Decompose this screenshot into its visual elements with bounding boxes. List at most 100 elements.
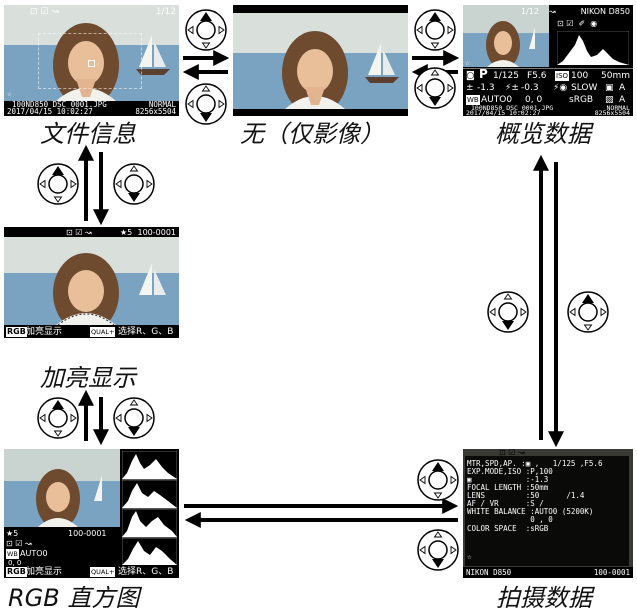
multi-selector-up-icon xyxy=(414,9,456,51)
highlights-label: 加亮显示 xyxy=(26,567,63,577)
focus-bracket xyxy=(38,33,142,89)
shooting-line-8: 0 , 0 xyxy=(467,515,553,524)
date-time: 2017/04/15 10:02:27 xyxy=(466,109,541,116)
status-icons: ⊡ ☑ ↝ xyxy=(6,539,32,548)
multi-selector-down-icon xyxy=(185,83,227,125)
flash-compensation: -0.3 xyxy=(521,83,539,93)
wb-fine-tune: 0, 0 xyxy=(525,95,543,105)
image-quality: NORMAL xyxy=(148,100,176,109)
rating: ★5 xyxy=(120,228,133,237)
folder-frame: 100-0001 xyxy=(68,529,107,538)
status-icons: ⊡ ☑ ↝ xyxy=(66,228,92,237)
exp-comp-icon: ± xyxy=(466,83,474,93)
overview-divider xyxy=(463,68,633,69)
caption-image-only: 无（仅影像） xyxy=(240,120,384,148)
select-button-tag: QUAL+ xyxy=(90,327,116,337)
shooting-line-1: MTR,SPD,AP. :▣ , 1/125 ,F5.6 xyxy=(467,459,603,468)
data-panel xyxy=(465,456,629,566)
shooting-line-6: AF / VR :S / xyxy=(467,499,544,508)
multi-selector-up-icon xyxy=(37,397,79,439)
caption-shooting-data: 拍摄数据 xyxy=(496,584,592,609)
wb-fine-tune: 0, 0 xyxy=(8,559,22,567)
caption-rgb-histogram: RGB 直方图 xyxy=(8,584,140,609)
flash-slow-sync: SLOW xyxy=(571,83,598,93)
iso-value: 100 xyxy=(571,71,589,81)
folder-file: 100ND850 DSC_0001.JPG xyxy=(471,104,554,112)
image-only-screen xyxy=(233,5,408,116)
exposure-mode: P xyxy=(479,67,488,81)
highlights-label: 加亮显示 xyxy=(26,327,63,337)
folder-frame: 100-0001 xyxy=(137,228,176,237)
white-balance: AUTO0 xyxy=(20,549,48,558)
file-info-screen: ⊡ ☑ ↝ 1/12 ☆ 100ND850 DSC_0001.JPG NORMA… xyxy=(4,5,179,116)
rgb-histograms xyxy=(122,451,177,565)
histogram-blue xyxy=(122,537,177,565)
folder-file: 100ND850 DSC_0001.JPG xyxy=(12,100,107,109)
frame-counter: 1/12 xyxy=(155,7,176,17)
wb-tag: WB xyxy=(466,95,480,105)
folder-frame: 100-0001 xyxy=(593,568,630,577)
status-icons: ⊡ ☑ ↝ xyxy=(499,449,525,457)
multi-selector-up-icon xyxy=(417,459,459,501)
portrait-thumbnail xyxy=(4,449,120,527)
multi-selector-down-icon xyxy=(414,67,456,109)
shooting-line-4: FOCAL LENGTH :50mm xyxy=(467,483,549,492)
shooting-line-9: COLOR SPACE :sRGB xyxy=(467,524,549,533)
image-quality: NORMAL xyxy=(606,104,630,112)
multi-selector-up-icon xyxy=(37,163,79,205)
focal-length: 50mm xyxy=(601,71,630,81)
portrait-thumbnail xyxy=(463,5,549,67)
portrait-photo xyxy=(4,237,179,325)
select-channel-label: 选择R、G、B xyxy=(118,327,174,337)
white-balance: AUTO0 xyxy=(481,95,513,105)
camera-name: NIKON D850 xyxy=(580,7,630,16)
flash-mode-icon: ⚡◉ xyxy=(553,83,568,93)
multi-selector-down-icon xyxy=(487,291,529,333)
shooting-line-7: WHITE BALANCE :AUTO0 (5200K) xyxy=(467,507,594,516)
select-button-tag: QUAL+ xyxy=(90,567,116,577)
aperture: F5.6 xyxy=(527,71,547,81)
histogram-combined xyxy=(122,451,177,480)
shooting-line-5: LENS :50 /1.4 xyxy=(467,491,585,500)
caption-overview: 概览数据 xyxy=(495,120,591,148)
frame-counter: 1/12 xyxy=(521,7,539,16)
picture-control: A xyxy=(619,95,626,105)
iso-tag: ISO xyxy=(555,71,570,81)
rating: ★5 xyxy=(6,529,19,538)
multi-selector-up-icon xyxy=(185,9,227,51)
overview-histogram xyxy=(557,31,629,65)
adl-icon: ▣ xyxy=(605,83,614,93)
focus-point xyxy=(88,60,95,67)
status-icons: ⊡ ☑ ✐ ◉ xyxy=(557,19,598,28)
image-size: 8256x5504 xyxy=(594,109,630,116)
overview-screen: 1/12 ↝ NIKON D850 ⊡ ☑ ✐ ◉ ☆ ◙ P 1/125 F5… xyxy=(463,5,633,116)
highlights-screen: ⊡ ☑ ↝ ★5 100-0001 RGB 加亮显示 QUAL+ 选择R、G、B xyxy=(4,227,179,338)
date-time: 2017/04/15 10:02:27 xyxy=(7,107,93,116)
flash-comp-icon: ⚡± xyxy=(505,83,519,93)
shutter-speed: 1/125 xyxy=(493,71,519,81)
rgb-tag: RGB xyxy=(6,327,27,337)
status-icons: ⊡ ☑ ↝ xyxy=(30,7,59,17)
portrait-photo xyxy=(233,13,408,109)
metering-icon: ◙ xyxy=(466,71,475,81)
active-d-lighting: A xyxy=(619,83,626,93)
caption-file-info: 文件信息 xyxy=(40,120,136,148)
picture-control-icon: ▨ xyxy=(605,95,614,105)
protect-icon: ☆ xyxy=(7,89,12,98)
histogram-red xyxy=(122,479,177,509)
select-channel-label: 选择R、G、B xyxy=(118,567,174,577)
rating-icons: ↝ xyxy=(549,7,556,16)
image-size: 8256x5504 xyxy=(135,107,176,116)
exposure-compensation: -1.3 xyxy=(477,83,495,93)
color-space: sRGB xyxy=(569,95,594,105)
shooting-data-screen: ⊡ ☑ ↝ MTR,SPD,AP. :▣ , 1/125 ,F5.6 EXP.M… xyxy=(463,449,633,578)
portrait-photo xyxy=(4,5,179,101)
protect-icon: ☆ xyxy=(467,552,472,561)
shooting-line-3: ▣ :-1.3 xyxy=(467,475,549,484)
multi-selector-down-icon xyxy=(113,163,155,205)
caption-highlights: 加亮显示 xyxy=(40,364,136,392)
rgb-tag: RGB xyxy=(6,567,27,577)
multi-selector-up-icon xyxy=(567,291,609,333)
multi-selector-down-icon xyxy=(417,529,459,571)
